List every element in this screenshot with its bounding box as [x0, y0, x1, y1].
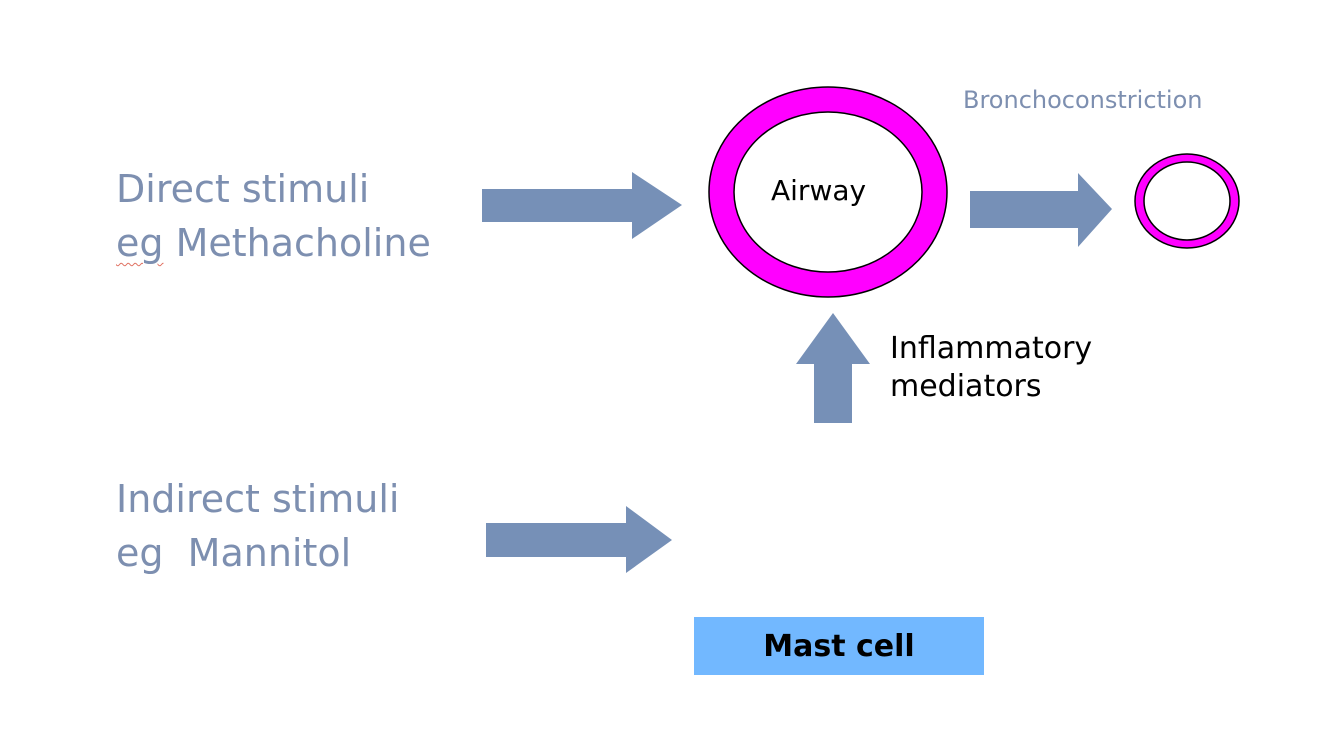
mediators-line-1: Inflammatory	[890, 331, 1093, 366]
direct-stimuli-example-name: Methacholine	[163, 221, 431, 265]
mediators-line-2: mediators	[890, 369, 1042, 404]
direct-stimuli-title: Direct stimuli	[116, 167, 370, 211]
mast-cell-label: Mast cell	[763, 628, 915, 664]
inflammatory-mediators-label: Inflammatory mediators	[890, 330, 1092, 406]
indirect-stimuli-label: Indirect stimuli eg Mannitol	[116, 472, 399, 580]
indirect-stimuli-example: eg Mannitol	[116, 531, 352, 575]
direct-stimuli-example: eg Methacholine	[116, 216, 431, 270]
mediators-up-arrow	[796, 313, 870, 423]
indirect-stimuli-arrow	[486, 506, 672, 573]
bronchoconstriction-arrow	[970, 173, 1112, 247]
spellcheck-word: eg	[116, 221, 164, 265]
mast-cell-box: Mast cell	[694, 617, 984, 675]
direct-stimuli-label: Direct stimuli eg Methacholine	[116, 162, 431, 270]
bronchoconstriction-label: Bronchoconstriction	[963, 86, 1203, 114]
airway-lumen	[733, 111, 923, 273]
constricted-airway-lumen	[1143, 161, 1231, 241]
airway-label: Airway	[771, 174, 867, 207]
direct-stimuli-arrow	[482, 172, 682, 239]
indirect-stimuli-title: Indirect stimuli	[116, 477, 400, 521]
